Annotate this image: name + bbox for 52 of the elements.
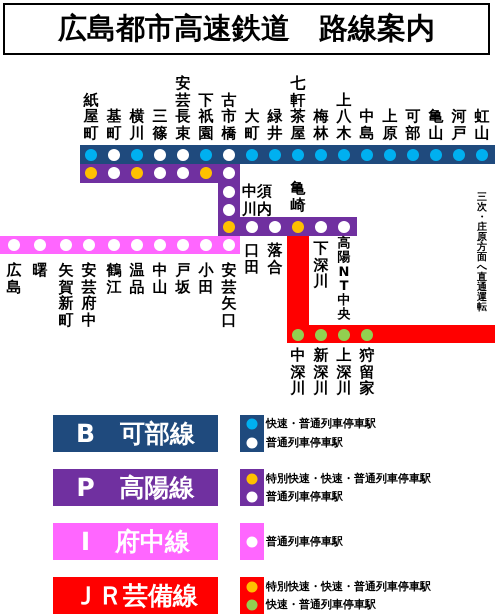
station-name: 狩留家: [360, 347, 374, 396]
station-name: 緑井: [268, 108, 282, 141]
station-name: 中山: [152, 262, 168, 295]
station-name: 梅林: [314, 108, 328, 141]
station-name: 安芸府中: [82, 262, 96, 328]
legend-text: 普通列車停車駅: [266, 490, 343, 504]
station-name: 七軒茶屋: [290, 75, 306, 141]
station-name: 虹山: [474, 108, 490, 141]
station-name: 亀山: [428, 108, 444, 141]
station-name: 安芸長束: [176, 75, 190, 141]
station-name: 温品: [130, 262, 144, 295]
station-name: 高陽NT中央: [338, 237, 350, 323]
title: 広島都市高速鉄道 路線案内: [3, 3, 490, 55]
legend-text: 普通列車停車駅: [266, 436, 343, 450]
station-name: 上八木: [336, 92, 352, 141]
station-name: 上原: [382, 108, 398, 141]
station-name: 大町: [244, 108, 260, 141]
station-name: 口田: [244, 242, 260, 275]
station-name: 新深川: [314, 347, 328, 396]
station-name: 中深川: [290, 347, 306, 396]
legend-text: 特別快速・快速・普通列車停車駅: [266, 580, 431, 594]
station-name: 中島: [360, 108, 374, 141]
legend-text: 快速・普通列車停車駅: [266, 417, 376, 430]
station-name: 古市橋: [222, 92, 236, 141]
station-name: 小田: [198, 262, 214, 295]
station-name: 安芸矢口: [222, 262, 236, 328]
station-name: 可部: [406, 108, 420, 141]
line-name-box: B 可部線: [53, 415, 218, 452]
station-name: 上深川: [336, 347, 352, 396]
station-name: 曙: [32, 262, 48, 278]
legend-text: 普通列車停車駅: [266, 535, 343, 548]
station-name: 紙屋町: [84, 92, 98, 141]
station-name: 横川: [130, 108, 144, 141]
station-name: 川内: [242, 201, 272, 218]
station-name: 亀崎: [290, 180, 306, 213]
note-text: 三次・庄原方面へ直通運転: [477, 193, 487, 313]
station-name: 戸坂: [176, 262, 190, 295]
line-name-box: I 府中線: [53, 523, 218, 560]
legend-text: 特別快速・快速・普通列車停車駅: [266, 472, 431, 486]
station-name: 広島: [6, 262, 22, 295]
station-name: 落合: [268, 242, 282, 275]
station-name: 河戸: [452, 108, 466, 141]
station-name: 下祇園: [198, 92, 214, 141]
line-name-box: ＪＲ芸備線: [53, 577, 218, 614]
station-name: 中須: [242, 183, 272, 200]
line-name-box: P 高陽線: [53, 469, 218, 506]
station-name: 三篠: [152, 108, 168, 141]
station-name: 鶴江: [106, 262, 122, 295]
legend-text: 快速・普通列車停車駅: [266, 598, 376, 612]
station-name: 基町: [106, 108, 122, 141]
station-name: 矢賀新町: [58, 262, 74, 328]
station-name: 下深川: [314, 240, 328, 290]
